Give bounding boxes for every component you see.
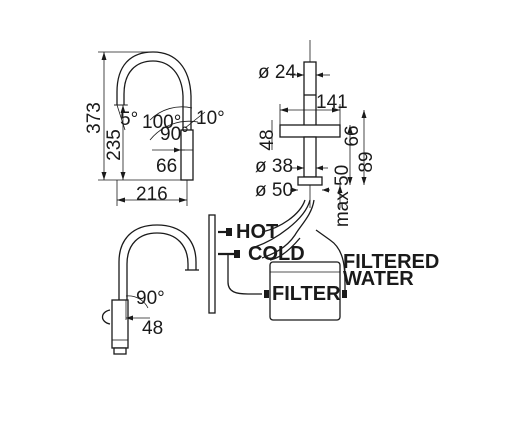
- height-dimensions: [98, 51, 185, 181]
- dim-373-label: 373: [84, 102, 105, 134]
- bottom-lever-dims: [125, 295, 150, 321]
- front-dim-lines: [271, 72, 367, 208]
- angle-100-label: 100°: [142, 112, 181, 133]
- supply-hoses: [254, 199, 346, 286]
- front-view-tap: [279, 40, 341, 208]
- dim-max50-label: max 50: [332, 165, 353, 227]
- worktop-plate: [208, 214, 216, 314]
- dim-216-lines: [116, 180, 188, 206]
- side-view-tap: [114, 51, 194, 185]
- angle-5-label: 5°: [120, 109, 138, 130]
- dim-48-front-label: 48: [257, 129, 278, 150]
- dim-66-lines: [152, 147, 185, 153]
- hot-valve: [218, 228, 232, 236]
- dim-d24-label: ø 24: [258, 62, 296, 83]
- dim-141-label: 141: [316, 92, 348, 113]
- dim-216-label: 216: [136, 184, 168, 205]
- dim-d38-label: ø 38: [255, 156, 293, 177]
- angle-90-top-label: 90°: [160, 124, 189, 145]
- cold-label: COLD: [248, 243, 305, 265]
- lever-angle-90-label: 90°: [136, 288, 165, 309]
- dim-66-front-label: 66: [342, 125, 363, 146]
- swivel-angle-arcs: [116, 104, 206, 141]
- dim-d50-label: ø 50: [255, 180, 293, 201]
- dim-89-label: 89: [356, 151, 377, 172]
- bottom-tap: [101, 224, 199, 355]
- filtered-label: FILTERED: [343, 251, 439, 273]
- filter-label: FILTER: [272, 283, 341, 305]
- dim-66-label: 66: [156, 156, 177, 177]
- dim-235-label: 235: [104, 129, 125, 161]
- cold-valve: [218, 250, 262, 295]
- angle-10-label: 10°: [196, 108, 225, 129]
- water-label: WATER: [343, 268, 414, 290]
- hot-label: HOT: [236, 221, 278, 243]
- lever-48-label: 48: [142, 318, 163, 339]
